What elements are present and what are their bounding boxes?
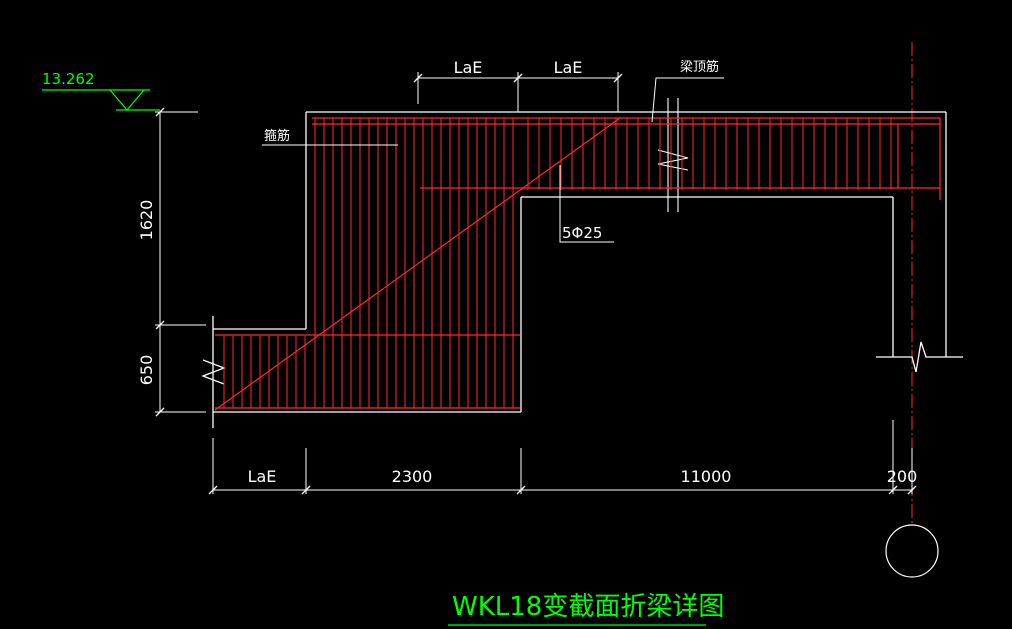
bottom-dim-2-label: 2300 bbox=[392, 467, 433, 486]
drawing-title: WKL18变截面折梁详图 bbox=[452, 592, 724, 622]
stirrup-label: 箍筋 bbox=[264, 128, 290, 144]
left-dim-upper-label: 1620 bbox=[137, 200, 156, 241]
axis-bubble bbox=[885, 524, 939, 578]
beam-outline bbox=[201, 111, 963, 428]
left-dim-lower-label: 650 bbox=[137, 355, 156, 386]
top-bar-break bbox=[657, 98, 689, 212]
bottom-dim-1-label: LaE bbox=[248, 467, 277, 486]
top-dim-left-label: LaE bbox=[454, 58, 483, 77]
top-dim-right-label: LaE bbox=[554, 58, 583, 77]
stirrup-lines bbox=[223, 118, 892, 408]
elevation-mark bbox=[42, 89, 160, 111]
top-bar-label: 梁顶筋 bbox=[680, 59, 719, 75]
dimension-ticks bbox=[155, 73, 917, 495]
rebar-group bbox=[214, 117, 941, 411]
bottom-dim-3-label: 11000 bbox=[681, 467, 732, 486]
elevation-text: 13.262 bbox=[42, 70, 95, 88]
bottom-dim-4-label: 200 bbox=[887, 467, 918, 486]
bar-count-label: 5Φ25 bbox=[562, 224, 602, 242]
